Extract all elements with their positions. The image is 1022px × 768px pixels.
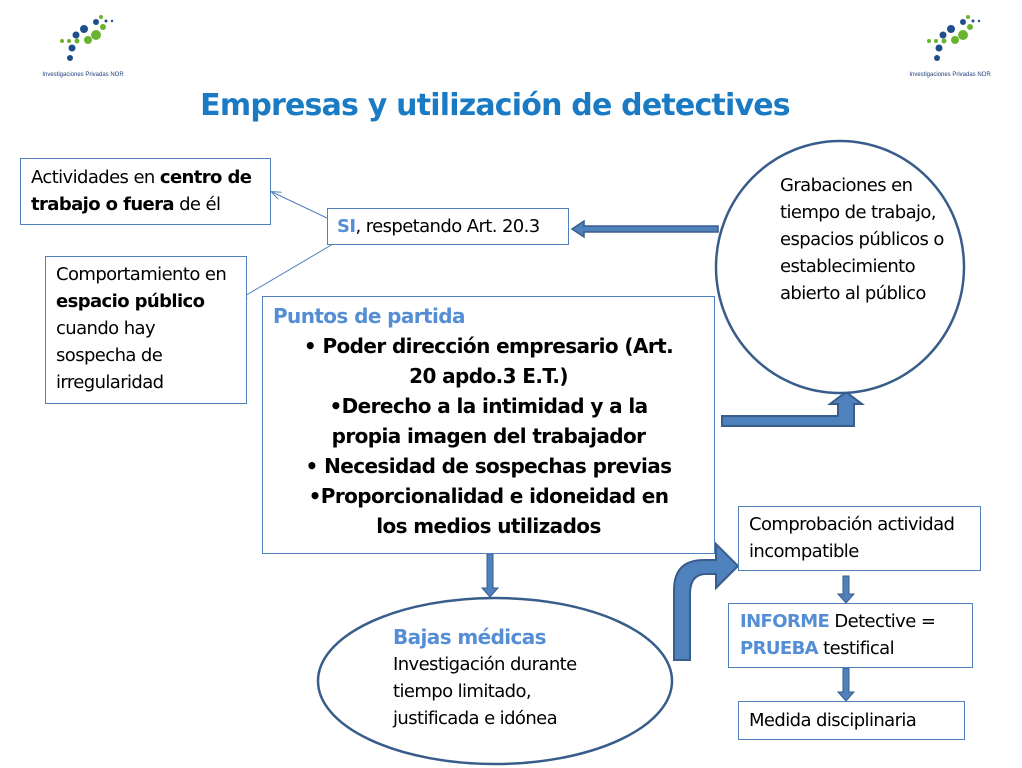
circle-shape <box>714 139 966 395</box>
text: Actividades en <box>31 167 160 188</box>
logo-right: Investigaciones Privadas NOR <box>895 5 1005 80</box>
box-comportamiento: Comportamiento en espacio público cuando… <box>45 256 247 404</box>
text: de él <box>173 194 221 215</box>
arrow-main-to-bajas <box>480 553 500 598</box>
prueba-label: PRUEBA <box>740 638 819 659</box>
connector-si-actividades <box>272 192 328 219</box>
bold-text: espacio público <box>56 291 205 312</box>
circle-grabaciones: Grabaciones en tiempo de trabajo, espaci… <box>780 175 944 304</box>
text: Comportamiento en <box>56 264 227 285</box>
informe-label: INFORME <box>740 611 830 632</box>
arrow-main-to-circle <box>721 390 865 427</box>
text: Detective = <box>829 611 936 632</box>
arrow-informe-to-medida <box>836 667 856 702</box>
bajas-heading: Bajas médicas <box>393 625 547 649</box>
ellipse-shape <box>316 596 674 766</box>
list-item: • Necesidad de sospechas previas <box>305 454 672 478</box>
box-actividades: Actividades en centro de trabajo o fuera… <box>20 158 271 225</box>
logo-dots-icon <box>927 15 981 61</box>
list-item: • Poder dirección empresario (Art. 20 ap… <box>303 334 674 388</box>
box-si: SI, respetando Art. 20.3 <box>327 208 569 245</box>
logo-text: Investigaciones Privadas NOR <box>42 72 124 78</box>
logo-text: Investigaciones Privadas NOR <box>909 72 991 78</box>
box-informe: INFORME Detective = PRUEBA testifical <box>728 603 973 668</box>
arrow-bajas-to-comprobacion <box>673 541 740 661</box>
ellipse-bajas: Bajas médicas Investigación durante tiem… <box>393 624 613 732</box>
text: , respetando Art. 20.3 <box>355 216 540 237</box>
main-heading: Puntos de partida <box>273 304 465 328</box>
box-medida: Medida disciplinaria <box>738 701 965 740</box>
si-label: SI <box>337 216 356 237</box>
box-puntos-de-partida: Puntos de partida • Poder dirección empr… <box>262 296 715 554</box>
text: testifical <box>818 638 894 659</box>
page-title: Empresas y utilización de detectives <box>200 88 790 123</box>
text: cuando hay sospecha de irregularidad <box>56 318 164 393</box>
connector-si-comportamiento <box>238 243 334 300</box>
bold-text: centro de trabajo o fuera <box>31 167 252 215</box>
list-item: •Proporcionalidad e idoneidad en los med… <box>308 484 669 538</box>
arrow-circle-to-si <box>570 219 719 239</box>
box-comprobacion: Comprobación actividad incompatible <box>738 506 981 571</box>
list-item: •Derecho a la intimidad y a la propia im… <box>329 394 648 448</box>
arrow-comprobacion-to-informe <box>836 575 856 604</box>
logo-left: Investigaciones Privadas NOR <box>28 5 138 80</box>
logo-dots-icon <box>60 15 114 61</box>
bajas-text: Investigación durante tiempo limitado, j… <box>393 654 577 729</box>
